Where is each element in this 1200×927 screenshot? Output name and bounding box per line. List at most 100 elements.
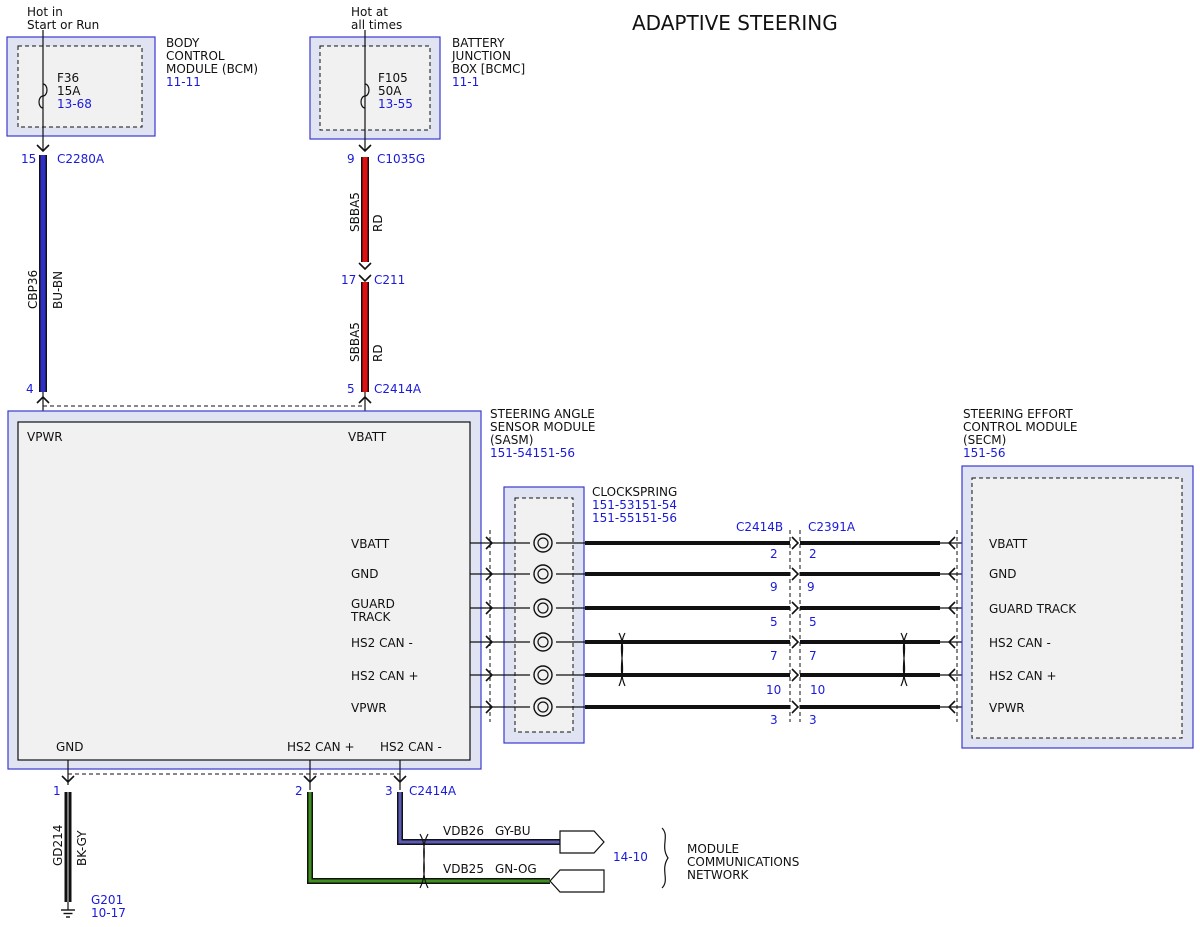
wire-circuit: CBP36 [26, 270, 40, 309]
row-left-pin: 7 [770, 649, 778, 663]
sasm-vbatt-label: VBATT [348, 430, 387, 444]
sasm-bottom-pin-can-minus: 3 [385, 784, 393, 798]
connector-chevron-icon [485, 668, 494, 682]
secm-name-line-3: (SECM) [963, 433, 1006, 447]
twisted-pair-icon [618, 632, 626, 687]
row-vpwr: 3 3 [470, 697, 972, 727]
brace-icon [661, 827, 669, 889]
network-connector-icon [559, 830, 605, 854]
c211-pin: 17 [341, 273, 356, 287]
bcm-supply-line-1: Hot in [27, 5, 63, 19]
signal-rows: 2 2 9 9 5 [470, 533, 972, 727]
network-ref: 14-10 [613, 850, 648, 864]
bjb-page-ref: 11-1 [452, 75, 479, 89]
connector-chevron-icon [791, 668, 800, 682]
connector-chevron-icon [947, 635, 956, 649]
network-connector-icon [549, 869, 605, 893]
sasm-right-gnd: GND [351, 567, 379, 581]
row-left-pin: 2 [770, 547, 778, 561]
row-can-plus: 10 10 [470, 665, 972, 697]
sasm-right-can-minus: HS2 CAN - [351, 636, 413, 650]
sasm-right-track: TRACK [350, 610, 392, 624]
connector-chevron-icon [36, 395, 50, 404]
battery-junction-box: Hot at all times F105 50A 13-55 BATTERY … [309, 5, 525, 166]
wire-circuit: VDB26 [443, 824, 484, 838]
bjb-inner-box [319, 45, 431, 131]
connector-chevron-icon [36, 144, 50, 153]
wire-cbp36: CBP36 BU-BN [26, 155, 65, 392]
sasm-right-can-plus: HS2 CAN + [351, 669, 419, 683]
sasm-top-connector: C2414A [374, 382, 422, 396]
secm-module: STEERING EFFORT CONTROL MODULE (SECM) 15… [961, 407, 1194, 749]
bjb-supply-line-2: all times [351, 18, 402, 32]
bcm-name-line-2: CONTROL [166, 49, 225, 63]
secm-can-plus-label: HS2 CAN + [989, 669, 1057, 683]
ground-ref: 10-17 [91, 906, 126, 920]
sasm-bottom-connector: C2414A [409, 784, 457, 798]
bcm-module: Hot in Start or Run F36 15A 13-68 BODY C… [6, 5, 258, 166]
connector-chevron-icon [358, 262, 372, 271]
sasm-name-line-1: STEERING ANGLE [490, 407, 595, 421]
wire-vdb26: VDB26 GY-BU [397, 792, 560, 845]
bcm-connector: C2280A [57, 152, 105, 166]
secm-gnd-label: GND [989, 567, 1017, 581]
sasm-right-vpwr: VPWR [351, 701, 387, 715]
ground-symbol-icon [61, 902, 75, 918]
secm-vbatt-label: VBATT [989, 537, 1028, 551]
row-right-pin: 5 [809, 615, 817, 629]
bcm-fuse-rating: 15A [57, 84, 81, 98]
diagram-title: ADAPTIVE STEERING [632, 11, 838, 35]
bjb-name-line-2: JUNCTION [451, 49, 511, 63]
sasm-vpwr-label: VPWR [27, 430, 63, 444]
bjb-name-line-1: BATTERY [452, 36, 505, 50]
wire-color: BK-GY [75, 830, 89, 866]
secm-inner-box [971, 477, 1183, 739]
connector-chevron-icon [393, 775, 407, 784]
wire-color: GY-BU [495, 824, 531, 838]
row-right-pin: 7 [809, 649, 817, 663]
bjb-fuse-ref: 13-55 [378, 97, 413, 111]
c211-connector: C211 [374, 273, 405, 287]
inline-connector-c211: 17 C211 [341, 262, 405, 287]
sasm-right-vbatt: VBATT [351, 537, 390, 551]
wire-circuit: GD214 [51, 825, 65, 866]
wire-color: RD [371, 214, 385, 232]
clockspring-inner-box [514, 497, 574, 733]
sasm-gnd-label: GND [56, 740, 84, 754]
sasm-module: VPWR VBATT VBATT GND GUARD TRACK HS2 CAN… [7, 407, 595, 770]
bcm-pin: 15 [21, 152, 36, 166]
connector-chevron-icon [947, 567, 956, 581]
twisted-pair-icon [419, 833, 429, 889]
bjb-name-line-3: BOX [BCMC] [452, 62, 525, 76]
sasm-can-plus-label: HS2 CAN + [287, 740, 355, 754]
connector-chevron-icon [303, 775, 317, 784]
twisted-pair-icon [900, 632, 908, 687]
connector-chevron-icon [485, 635, 494, 649]
bjb-fuse-rating: 50A [378, 84, 402, 98]
row-can-minus: 7 7 [470, 632, 972, 663]
sasm-page-ref: 151-54151-56 [490, 446, 575, 460]
wire-color: GN-OG [495, 862, 537, 876]
secm-guard-label: GUARD TRACK [989, 602, 1077, 616]
connector-right-label: C2391A [808, 520, 856, 534]
row-right-pin: 9 [807, 580, 815, 594]
connector-chevron-icon [791, 635, 800, 649]
connector-chevron-icon [791, 601, 800, 615]
connector-chevron-icon [485, 601, 494, 615]
row-left-pin: 3 [770, 713, 778, 727]
bcm-inner-box [17, 45, 143, 128]
row-gnd: 9 9 [470, 564, 972, 594]
bcm-fuse-name: F36 [57, 71, 79, 85]
secm-can-minus-label: HS2 CAN - [989, 636, 1051, 650]
secm-page-ref: 151-56 [963, 446, 1006, 460]
sasm-name-line-2: SENSOR MODULE [490, 420, 595, 434]
clockspring-coil-icon [533, 533, 553, 553]
secm-name-line-2: CONTROL MODULE [963, 420, 1078, 434]
row-right-pin: 2 [809, 547, 817, 561]
clockspring-ref-1: 151-53151-54 [592, 498, 677, 512]
fuse-icon [38, 83, 48, 109]
sasm-can-minus-label: HS2 CAN - [380, 740, 442, 754]
sasm-bottom-pin-gnd: 1 [53, 784, 61, 798]
wire-vdb25: VDB25 GN-OG [307, 792, 550, 884]
